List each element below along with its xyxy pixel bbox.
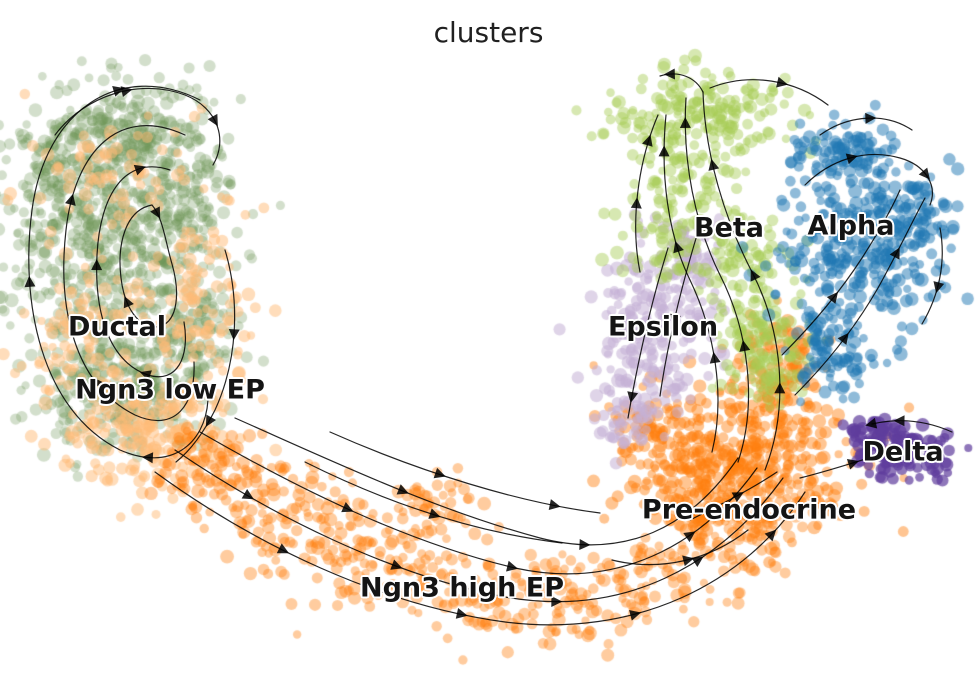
streamline (659, 234, 698, 397)
arrowhead-icon (708, 158, 720, 171)
arrowhead-icon (506, 560, 519, 572)
arrowhead-icon (139, 370, 152, 381)
arrowhead-icon (663, 68, 676, 80)
streamline (63, 125, 195, 421)
arrowhead-icon (691, 556, 704, 567)
arrowhead-icon (697, 220, 708, 233)
streamline (702, 91, 781, 471)
streamline (175, 249, 236, 463)
arrowhead-icon (845, 153, 858, 165)
arrowhead-icon (627, 391, 639, 404)
arrowhead-icon (865, 417, 878, 429)
arrowhead-icon (396, 484, 409, 495)
arrowhead-icon (120, 86, 133, 97)
arrowhead-icon (551, 596, 563, 608)
streamline (154, 471, 806, 626)
streamline (96, 166, 186, 378)
streamline (635, 114, 659, 273)
arrowhead-icon (133, 164, 146, 176)
arrowhead-icon (776, 76, 789, 88)
arrowhead-icon (207, 113, 218, 127)
arrowhead-icon (228, 328, 240, 341)
arrowhead-icon (65, 193, 76, 206)
arrowhead-icon (390, 559, 403, 570)
arrowhead-icon (548, 499, 561, 510)
arrowhead-icon (24, 275, 36, 288)
arrowhead-icon (846, 459, 860, 470)
arrowhead-icon (276, 543, 290, 554)
streamline (611, 529, 749, 566)
arrowhead-icon (341, 502, 354, 513)
arrowhead-icon (865, 112, 877, 124)
streamline (689, 471, 778, 521)
chart-title: clusters (433, 16, 544, 49)
arrowhead-icon (933, 281, 945, 294)
arrowhead-icon (629, 609, 642, 621)
streamline (781, 189, 901, 356)
streamline (174, 449, 784, 603)
arrowhead-icon (205, 414, 217, 427)
streamline (28, 85, 209, 459)
arrowhead-icon (739, 340, 751, 352)
streamline (234, 417, 739, 546)
arrowhead-icon (150, 206, 161, 219)
arrowhead-icon (579, 538, 591, 550)
arrowhead-icon (670, 313, 681, 326)
arrowhead-icon (731, 492, 744, 503)
arrowhead-icon (642, 322, 653, 335)
arrowhead-icon (630, 197, 642, 209)
streamline (794, 197, 926, 396)
arrowhead-icon (893, 415, 905, 427)
arrowhead-icon (455, 608, 468, 619)
arrowhead-icon (141, 452, 154, 464)
arrowhead-icon (673, 241, 684, 254)
arrowhead-icon (709, 351, 721, 364)
streamline (329, 431, 601, 514)
arrowhead-icon (889, 247, 900, 260)
streamline (799, 451, 889, 479)
arrowhead-icon (241, 489, 254, 500)
streamline (709, 79, 829, 106)
streamline (684, 97, 750, 463)
arrowhead-icon (683, 531, 696, 543)
streamline (659, 73, 704, 93)
streamline (663, 114, 719, 453)
arrowhead-icon (658, 145, 670, 157)
arrowhead-icon (764, 529, 777, 542)
arrowhead-icon (774, 382, 786, 394)
arrowhead-icon (433, 467, 446, 479)
streamline (921, 227, 943, 325)
arrowhead-icon (123, 296, 134, 309)
arrowhead-icon (91, 259, 103, 271)
streamline (54, 87, 221, 166)
arrowhead-icon (91, 376, 103, 389)
arrowhead-icon (872, 223, 883, 237)
arrowhead-icon (750, 269, 761, 282)
arrowhead-icon (679, 116, 691, 129)
arrowhead-icon (837, 332, 849, 345)
streamline (119, 204, 178, 328)
streamline (871, 420, 953, 433)
arrowhead-icon (682, 555, 695, 567)
arrowhead-icon (826, 291, 838, 304)
arrowhead-icon (642, 134, 653, 147)
arrowhead-icon (918, 167, 930, 180)
arrowhead-icon (428, 508, 441, 519)
streamline (804, 153, 933, 206)
